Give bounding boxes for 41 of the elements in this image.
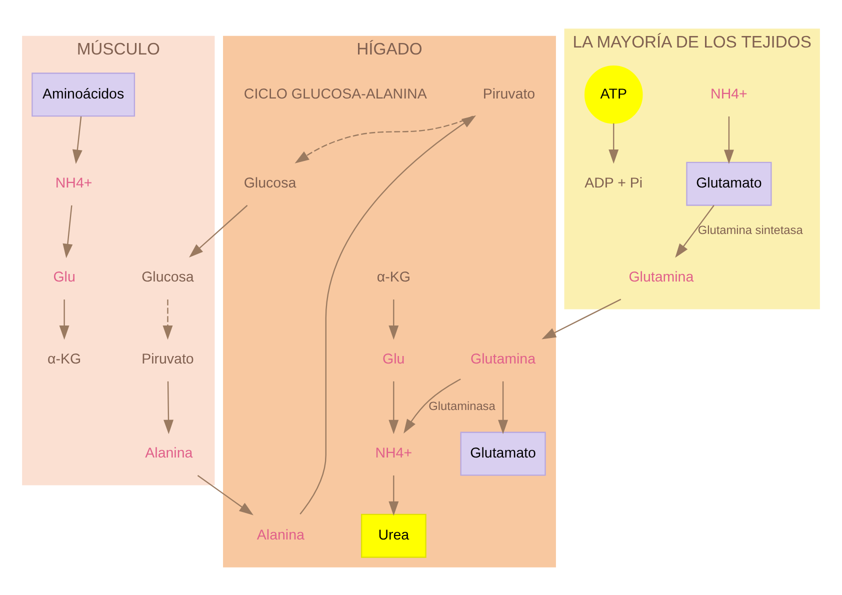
node-box: Glutamato — [686, 161, 772, 206]
node-box: Urea — [360, 513, 426, 558]
arrow — [388, 299, 399, 340]
arrow — [189, 204, 248, 258]
node-text: Glu — [382, 351, 405, 368]
node-text: Alanina — [256, 527, 304, 544]
edge-label: Glutamina sintetasa — [698, 222, 803, 236]
node-box: Aminoácidos — [32, 72, 136, 116]
node-text: NH4+ — [375, 444, 412, 461]
node-text: Glucosa — [142, 268, 194, 285]
label: CICLO GLUCOSA-ALANINA — [244, 86, 427, 102]
arrow — [59, 299, 70, 340]
arrow — [72, 116, 82, 164]
node-text: NH4+ — [710, 86, 748, 102]
arrow — [608, 122, 619, 164]
node-text: ADP + Pi — [584, 175, 643, 192]
arrow — [498, 380, 508, 434]
node-text: Piruvato — [482, 86, 536, 102]
arrow — [197, 474, 254, 515]
node-text: Piruvato — [142, 351, 194, 368]
node-text: α-KG — [48, 351, 82, 368]
arrow — [300, 114, 476, 514]
node-text: NH4+ — [55, 175, 92, 192]
node-text: α-KG — [376, 268, 410, 285]
edge-label: Glutaminasa — [428, 398, 496, 412]
arrow — [164, 380, 174, 434]
arrow — [162, 299, 173, 340]
node-text: Glutamina — [470, 351, 536, 368]
node-circle: ATP — [584, 65, 643, 124]
arrow — [675, 204, 714, 258]
node-text: Glucosa — [244, 175, 296, 192]
arrow — [724, 116, 734, 164]
node-box: Glutamato — [460, 431, 546, 476]
node-text: Glutamina — [628, 268, 694, 285]
arrow — [62, 204, 73, 258]
arrow — [388, 380, 399, 434]
arrow — [404, 378, 461, 433]
arrow — [388, 474, 399, 516]
node-text: Glu — [53, 268, 76, 285]
node-text: Alanina — [145, 444, 193, 461]
arrow — [542, 298, 622, 339]
